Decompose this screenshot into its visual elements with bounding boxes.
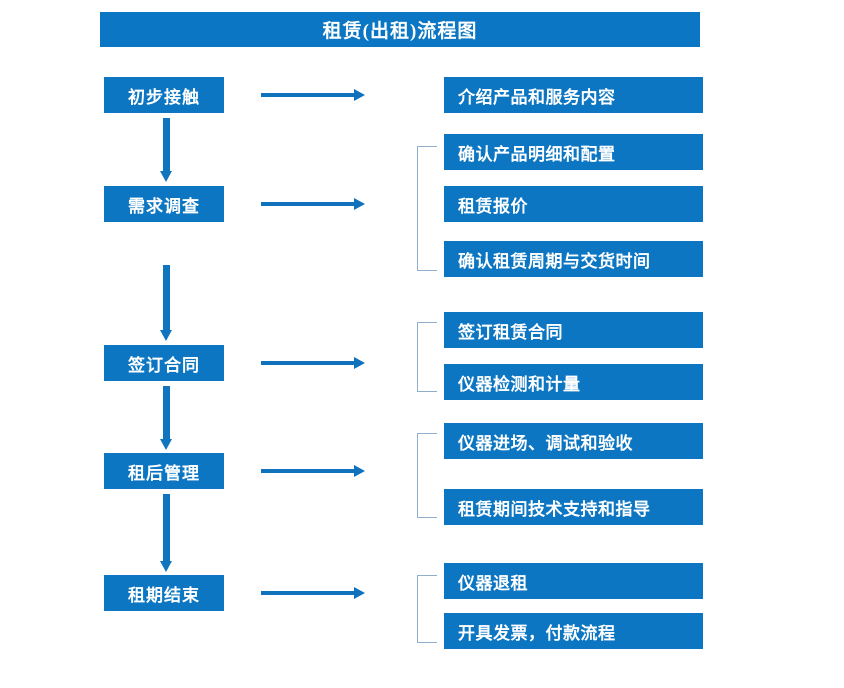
stage-box-1[interactable]: 初步接触 <box>104 77 224 113</box>
arrow-shaft <box>163 494 170 561</box>
detail-box-2-3[interactable]: 确认租赁周期与交货时间 <box>444 241 703 277</box>
stage-box-3[interactable]: 签订合同 <box>104 345 224 381</box>
arrow-shaft <box>261 469 355 473</box>
detail-box-2-1[interactable]: 确认产品明细和配置 <box>444 134 703 170</box>
horizontal-arrow-2 <box>261 198 365 210</box>
arrow-shaft <box>163 118 170 171</box>
arrow-head-icon <box>160 330 172 341</box>
arrow-head-icon <box>354 89 365 101</box>
arrow-head-icon <box>354 357 365 369</box>
arrow-head-icon <box>354 198 365 210</box>
detail-box-1-1[interactable]: 介绍产品和服务内容 <box>444 77 703 113</box>
horizontal-arrow-5 <box>261 587 365 599</box>
horizontal-arrow-4 <box>261 465 365 477</box>
stage-box-5[interactable]: 租期结束 <box>104 575 224 611</box>
stage-box-2[interactable]: 需求调查 <box>104 186 224 222</box>
arrow-shaft <box>163 265 170 330</box>
group-bracket-3 <box>417 322 437 392</box>
horizontal-arrow-1 <box>261 89 365 101</box>
detail-box-3-2[interactable]: 仪器检测和计量 <box>444 364 703 400</box>
arrow-shaft <box>261 202 355 206</box>
detail-box-3-1[interactable]: 签订租赁合同 <box>444 312 703 348</box>
horizontal-arrow-3 <box>261 357 365 369</box>
detail-box-5-1[interactable]: 仪器退租 <box>444 563 703 599</box>
arrow-shaft <box>261 591 355 595</box>
detail-box-4-2[interactable]: 租赁期间技术支持和指导 <box>444 489 703 525</box>
arrow-head-icon <box>160 171 172 182</box>
arrow-head-icon <box>160 439 172 450</box>
detail-box-2-2[interactable]: 租赁报价 <box>444 186 703 222</box>
arrow-shaft <box>163 386 170 439</box>
stage-box-4[interactable]: 租后管理 <box>104 453 224 489</box>
group-bracket-2 <box>417 146 437 271</box>
group-bracket-4 <box>417 433 437 518</box>
arrow-head-icon <box>160 561 172 572</box>
arrow-shaft <box>261 93 355 97</box>
diagram-title: 租赁(出租)流程图 <box>100 12 700 47</box>
arrow-shaft <box>261 361 355 365</box>
arrow-head-icon <box>354 465 365 477</box>
detail-box-5-2[interactable]: 开具发票，付款流程 <box>444 613 703 649</box>
detail-box-4-1[interactable]: 仪器进场、调试和验收 <box>444 423 703 459</box>
group-bracket-5 <box>417 575 437 643</box>
arrow-head-icon <box>354 587 365 599</box>
